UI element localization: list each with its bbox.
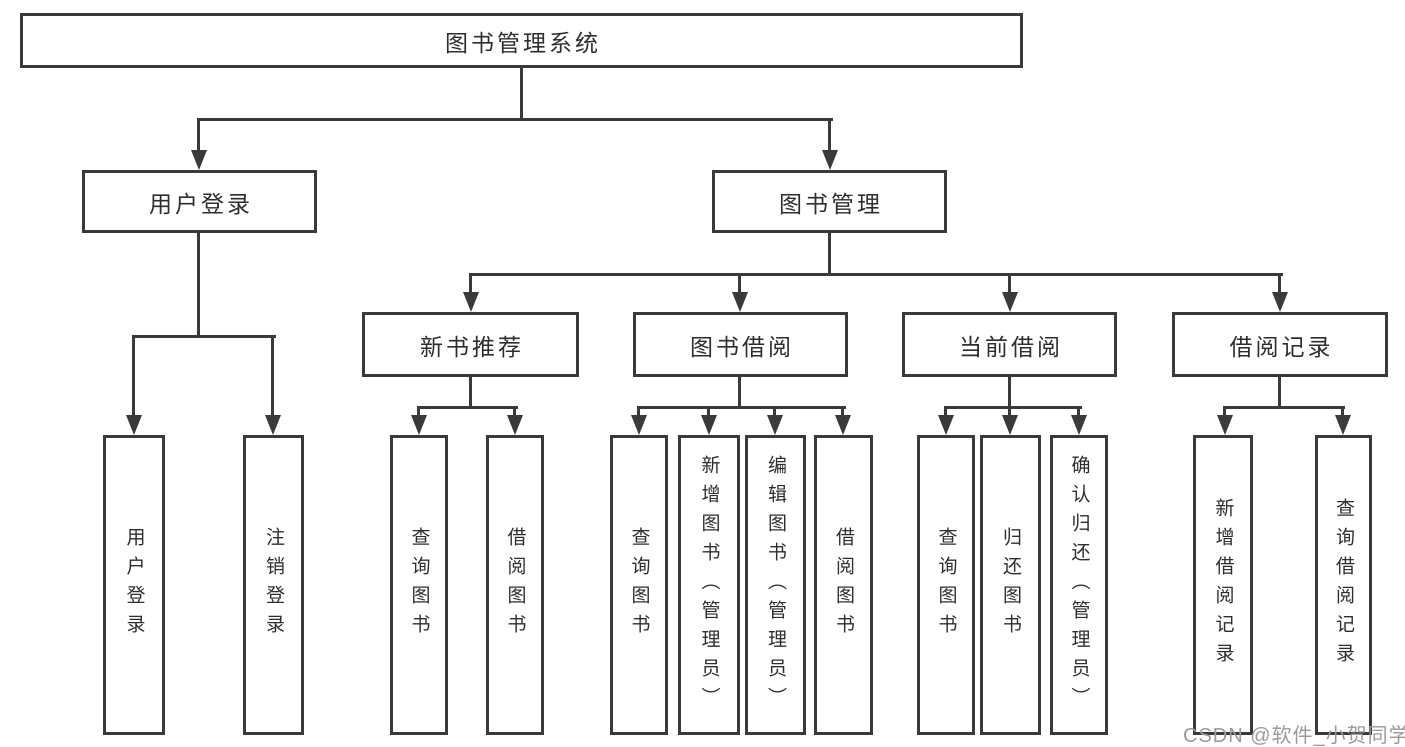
node-root-label: 图书管理系统 xyxy=(445,29,601,56)
connector-stem xyxy=(1008,406,1011,417)
leaf-borrow-books: 借阅图书 xyxy=(814,435,873,735)
leaf-query-books-borrow-label: 查询图书 xyxy=(628,527,650,643)
arrowhead xyxy=(732,292,748,312)
node-user-login-label: 用户登录 xyxy=(149,190,253,217)
connector-stem xyxy=(944,406,947,417)
connector-stem xyxy=(841,406,844,417)
connector-root-stub xyxy=(520,65,523,121)
connector-stem xyxy=(637,406,640,417)
leaf-add-book-admin-label: 新增图书（管理员） xyxy=(698,454,720,716)
leaf-borrow-books-label: 借阅图书 xyxy=(833,527,854,643)
arrowhead xyxy=(191,150,207,170)
connector-stem xyxy=(271,335,274,417)
leaf-return-book-label: 归还图书 xyxy=(1000,527,1021,643)
leaf-confirm-return-admin-label: 确认归还（管理员） xyxy=(1068,454,1090,716)
connector-branch-level2 xyxy=(197,118,833,121)
node-borrow-records: 借阅记录 xyxy=(1172,312,1388,377)
leaf-add-borrow-record-label: 新增借阅记录 xyxy=(1212,498,1234,672)
connector-userlogin-stub xyxy=(197,231,200,338)
arrowhead xyxy=(265,415,281,435)
arrowhead xyxy=(1335,415,1351,435)
connector-branch xyxy=(1223,406,1345,409)
node-new-book-rec-label: 新书推荐 xyxy=(420,333,524,360)
connector-stem xyxy=(417,406,420,417)
connector-stem xyxy=(1008,273,1011,294)
leaf-query-books-current-label: 查询图书 xyxy=(935,527,957,643)
leaf-confirm-return-admin: 确认归还（管理员） xyxy=(1050,435,1108,735)
arrowhead xyxy=(701,415,717,435)
leaf-query-books-borrow: 查询图书 xyxy=(610,435,668,735)
connector-stem xyxy=(1223,406,1226,417)
connector-branch xyxy=(417,406,518,409)
arrowhead xyxy=(1217,415,1233,435)
leaf-borrow-books-recommend: 借阅图书 xyxy=(486,435,544,735)
connector-branch-level3 xyxy=(469,273,1283,276)
arrowhead xyxy=(463,292,479,312)
leaf-return-book: 归还图书 xyxy=(980,435,1041,735)
leaf-query-books-recommend-label: 查询图书 xyxy=(408,527,430,643)
connector-branch-userlogin xyxy=(132,335,276,338)
connector-branch xyxy=(944,406,1082,409)
connector-branch xyxy=(637,406,846,409)
connector-stem xyxy=(1341,406,1344,417)
leaf-edit-book-admin: 编辑图书（管理员） xyxy=(745,435,806,735)
arrowhead xyxy=(767,415,783,435)
connector-stem xyxy=(773,406,776,417)
connector-stub xyxy=(1008,375,1011,409)
arrowhead xyxy=(126,415,142,435)
connector-stem xyxy=(738,273,741,294)
arrowhead xyxy=(631,415,647,435)
node-root: 图书管理系统 xyxy=(20,13,1023,68)
leaf-borrow-books-recommend-label: 借阅图书 xyxy=(504,527,526,643)
arrowhead xyxy=(507,415,523,435)
arrowhead xyxy=(1002,415,1018,435)
arrowhead xyxy=(938,415,954,435)
connector-stem xyxy=(513,406,516,417)
leaf-user-login-label: 用户登录 xyxy=(123,527,145,643)
arrowhead xyxy=(1002,292,1018,312)
connector-stem xyxy=(197,118,200,152)
connector-stub xyxy=(738,375,741,409)
leaf-query-books-current: 查询图书 xyxy=(917,435,975,735)
arrowhead xyxy=(1071,415,1087,435)
leaf-query-books-recommend: 查询图书 xyxy=(390,435,448,735)
node-book-mgmt-label: 图书管理 xyxy=(779,190,883,217)
node-book-mgmt: 图书管理 xyxy=(712,170,947,233)
csdn-watermark: CSDN @软件_小贺同学 xyxy=(1183,725,1405,747)
leaf-edit-book-admin-label: 编辑图书（管理员） xyxy=(765,454,786,716)
arrowhead xyxy=(411,415,427,435)
connector-stem xyxy=(132,335,135,417)
leaf-add-book-admin: 新增图书（管理员） xyxy=(678,435,740,735)
connector-stem xyxy=(828,118,831,152)
arrowhead xyxy=(1272,292,1288,312)
node-book-borrow-label: 图书借阅 xyxy=(690,333,794,360)
node-user-login: 用户登录 xyxy=(82,170,317,233)
node-current-borrow-label: 当前借阅 xyxy=(959,333,1063,360)
connector-stem xyxy=(1077,406,1080,417)
leaf-query-borrow-record: 查询借阅记录 xyxy=(1315,435,1372,735)
leaf-user-login: 用户登录 xyxy=(103,435,165,735)
arrowhead xyxy=(835,415,851,435)
leaf-logout-label: 注销登录 xyxy=(263,527,284,643)
connector-stem xyxy=(469,273,472,294)
connector-bookmgmt-stub xyxy=(828,231,831,276)
connector-stem xyxy=(707,406,710,417)
leaf-logout: 注销登录 xyxy=(243,435,304,735)
arrowhead xyxy=(822,150,838,170)
leaf-query-borrow-record-label: 查询借阅记录 xyxy=(1333,498,1354,672)
connector-stub xyxy=(469,375,472,409)
node-current-borrow: 当前借阅 xyxy=(902,312,1117,377)
connector-stub xyxy=(1278,375,1281,409)
node-borrow-records-label: 借阅记录 xyxy=(1229,333,1334,360)
connector-stem xyxy=(1278,273,1281,294)
node-book-borrow: 图书借阅 xyxy=(633,312,848,377)
node-new-book-rec: 新书推荐 xyxy=(362,312,579,377)
leaf-add-borrow-record: 新增借阅记录 xyxy=(1193,435,1253,735)
